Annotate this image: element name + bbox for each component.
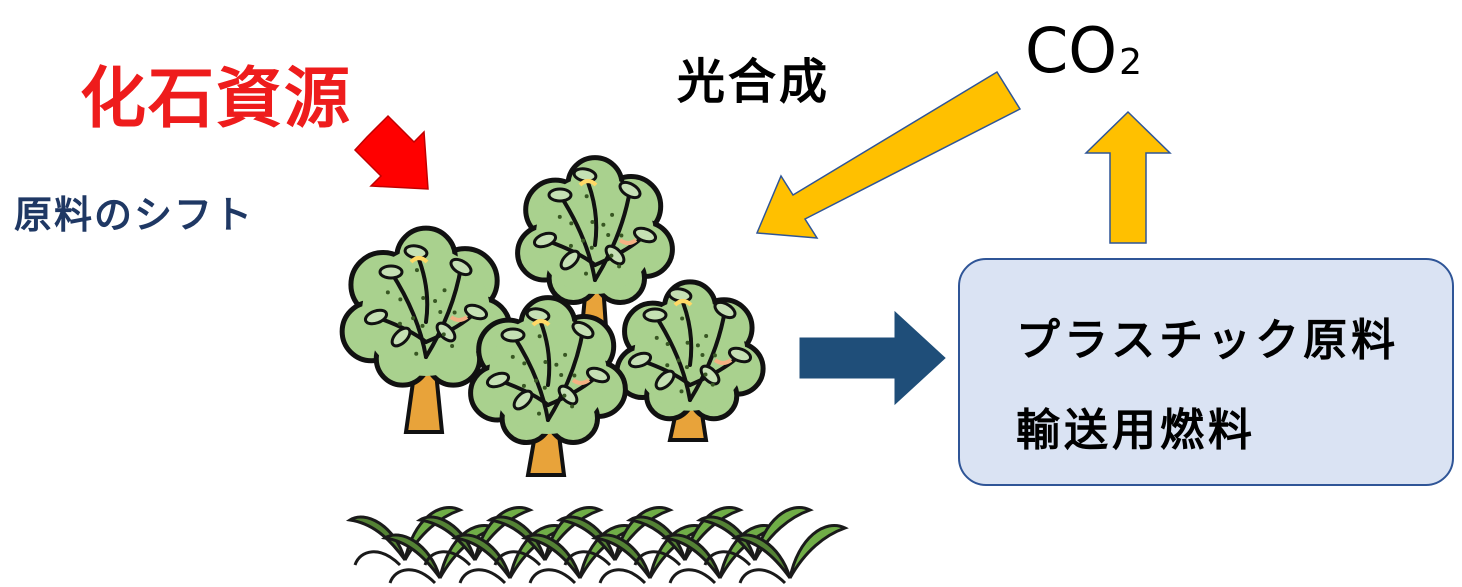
tree <box>339 225 513 434</box>
co2-main: CO <box>1025 14 1118 87</box>
raw-material-shift-label: 原料のシフト <box>14 193 255 237</box>
plastic-raw-material-label: プラスチック原料 <box>1016 315 1400 366</box>
navy-arrow-icon <box>799 310 946 406</box>
fossil-resources-label: 化石資源 <box>80 60 352 137</box>
up-arrow-icon <box>1084 110 1172 244</box>
crop-icon <box>345 506 849 585</box>
co2-subscript: 2 <box>1119 42 1142 83</box>
product-box: プラスチック原料 輸送用燃料 <box>958 258 1454 486</box>
tree-icon <box>339 155 766 477</box>
photosynthesis-label: 光合成 <box>677 54 831 110</box>
red-arrow-icon <box>353 114 429 190</box>
tree <box>614 279 766 442</box>
co2-label: CO2 <box>1025 20 1142 82</box>
tree <box>468 295 628 477</box>
transport-fuel-label: 輸送用燃料 <box>1016 405 1256 456</box>
crop-leaf <box>730 524 849 585</box>
orange-arrow-icon <box>755 70 1022 239</box>
